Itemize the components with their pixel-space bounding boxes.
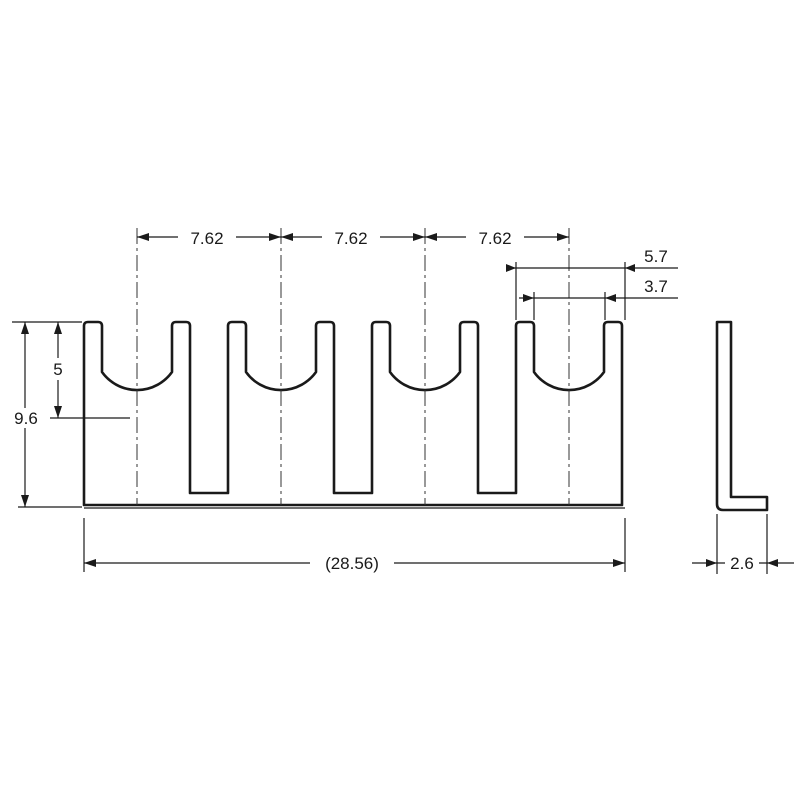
pitch-label-2: 7.62 bbox=[334, 229, 367, 248]
inner-width-label: 3.7 bbox=[644, 277, 668, 296]
total-length-dimension: (28.56) bbox=[83, 518, 626, 574]
outer-width-label: 5.7 bbox=[644, 247, 668, 266]
front-view-outline bbox=[82, 320, 624, 507]
pitch-label-3: 7.62 bbox=[478, 229, 511, 248]
pitch-label-1: 7.62 bbox=[190, 229, 223, 248]
side-thickness-label: 2.6 bbox=[730, 554, 754, 573]
total-length-label: (28.56) bbox=[325, 554, 379, 573]
side-thickness-dimension: 2.6 bbox=[692, 514, 794, 574]
slot-depth-label: 5 bbox=[53, 360, 62, 379]
side-view-outline bbox=[715, 320, 769, 512]
inner-width-dimension: 3.7 bbox=[519, 277, 678, 320]
outer-width-dimension: 5.7 bbox=[506, 247, 678, 320]
pitch-dimension: 7.62 7.62 7.62 bbox=[137, 226, 569, 248]
height-dimensions: 5 9.6 bbox=[10, 321, 130, 508]
total-height-label: 9.6 bbox=[14, 409, 38, 428]
